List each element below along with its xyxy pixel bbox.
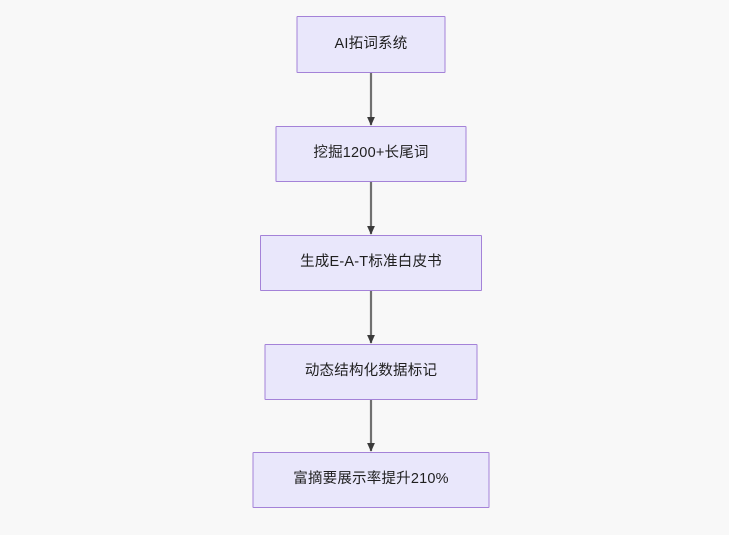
node-label: 挖掘1200+长尾词 bbox=[313, 145, 429, 162]
flowchart-node-generate-eat-whitepaper[interactable]: 生成E-A-T标准白皮书 bbox=[260, 235, 482, 291]
node-label: 富摘要展示率提升210% bbox=[293, 471, 449, 488]
flowchart-node-rich-snippet-rate-increase[interactable]: 富摘要展示率提升210% bbox=[252, 452, 490, 508]
flowchart-node-dynamic-structured-data-markup[interactable]: 动态结构化数据标记 bbox=[264, 344, 478, 400]
node-label: AI拓词系统 bbox=[334, 35, 408, 52]
node-label: 生成E-A-T标准白皮书 bbox=[300, 254, 442, 271]
flowchart-node-ai-keyword-system[interactable]: AI拓词系统 bbox=[296, 16, 446, 73]
node-label: 动态结构化数据标记 bbox=[304, 363, 438, 380]
flowchart-node-mine-longtail-keywords[interactable]: 挖掘1200+长尾词 bbox=[275, 126, 467, 182]
